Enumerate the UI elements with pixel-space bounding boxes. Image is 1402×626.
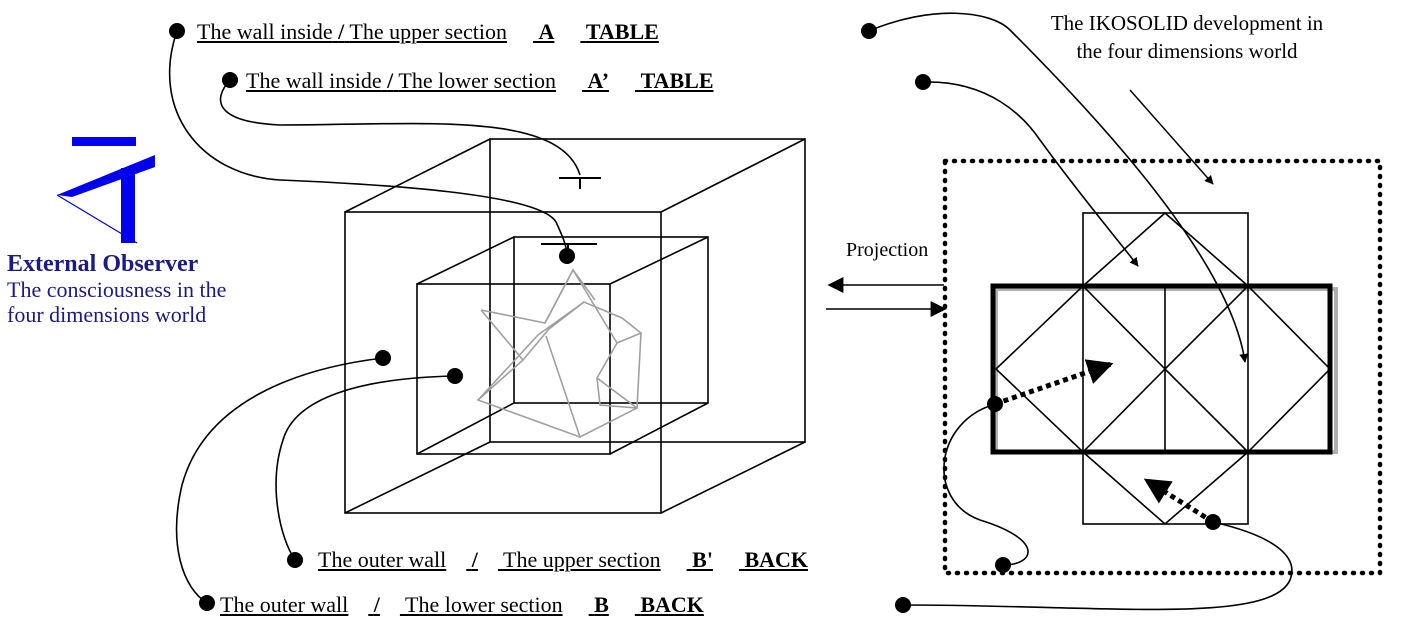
development-note-line2: the four dimensions world [1076, 39, 1298, 63]
label-inside-lower: The wall inside / The lower section A’ T… [246, 70, 714, 92]
dotted-arrows [994, 359, 1215, 525]
label-outer-lower: The outer wall / The lower section B BAC… [220, 594, 704, 616]
label-outer-upper-face: BACK [744, 547, 808, 572]
observer-description-line2: four dimensions world [7, 302, 207, 327]
development-net [990, 211, 1338, 526]
label-inside-lower-face: TABLE [640, 68, 714, 93]
label-inside-upper: The wall inside / The upper section A TA… [197, 21, 659, 43]
label-outer-lower-code: B [594, 592, 609, 617]
development-note: The IKOSOLID development in the four dim… [987, 9, 1387, 65]
label-outer-upper-code: B' [692, 547, 713, 572]
observer-description: The consciousness in the four dimensions… [7, 277, 226, 327]
label-inside-upper-code: A [538, 19, 555, 44]
label-outer-upper-slash: / [471, 547, 478, 572]
observer-description-line1: The consciousness in the [7, 277, 227, 302]
label-inside-upper-face: TABLE [585, 19, 659, 44]
inner-cube [416, 236, 709, 455]
label-outer-lower-section: The lower section [405, 592, 563, 617]
label-inside-lower-slash: / [387, 68, 394, 93]
label-inside-lower-section: The lower section [398, 68, 556, 93]
observer-icon [56, 137, 155, 244]
label-inside-lower-code: A’ [587, 68, 610, 93]
label-inside-upper-slash: / [338, 19, 345, 44]
label-inside-lower-wall: The wall inside [246, 68, 382, 93]
label-outer-lower-face: BACK [640, 592, 704, 617]
development-frame [942, 158, 1383, 576]
label-outer-lower-slash: / [373, 592, 380, 617]
label-outer-lower-wall: The outer wall [220, 592, 349, 617]
projection-label: Projection [846, 239, 929, 261]
label-outer-upper: The outer wall / The upper section B' BA… [318, 549, 808, 571]
label-inside-upper-wall: The wall inside [197, 19, 333, 44]
connector-dots [169, 23, 1221, 613]
observer-title: External Observer [7, 251, 199, 277]
development-note-line1: The IKOSOLID development in [1050, 11, 1324, 35]
faint-solid-figure [476, 268, 643, 438]
connector-curves [168, 12, 1293, 611]
label-outer-upper-wall: The outer wall [318, 547, 447, 572]
development-note-pointer [1129, 89, 1214, 185]
outer-cube [344, 138, 806, 514]
section-marker-upper [559, 177, 601, 189]
label-inside-upper-section: The upper section [349, 19, 507, 44]
label-outer-upper-section: The upper section [503, 547, 661, 572]
projection-arrows [826, 277, 947, 317]
